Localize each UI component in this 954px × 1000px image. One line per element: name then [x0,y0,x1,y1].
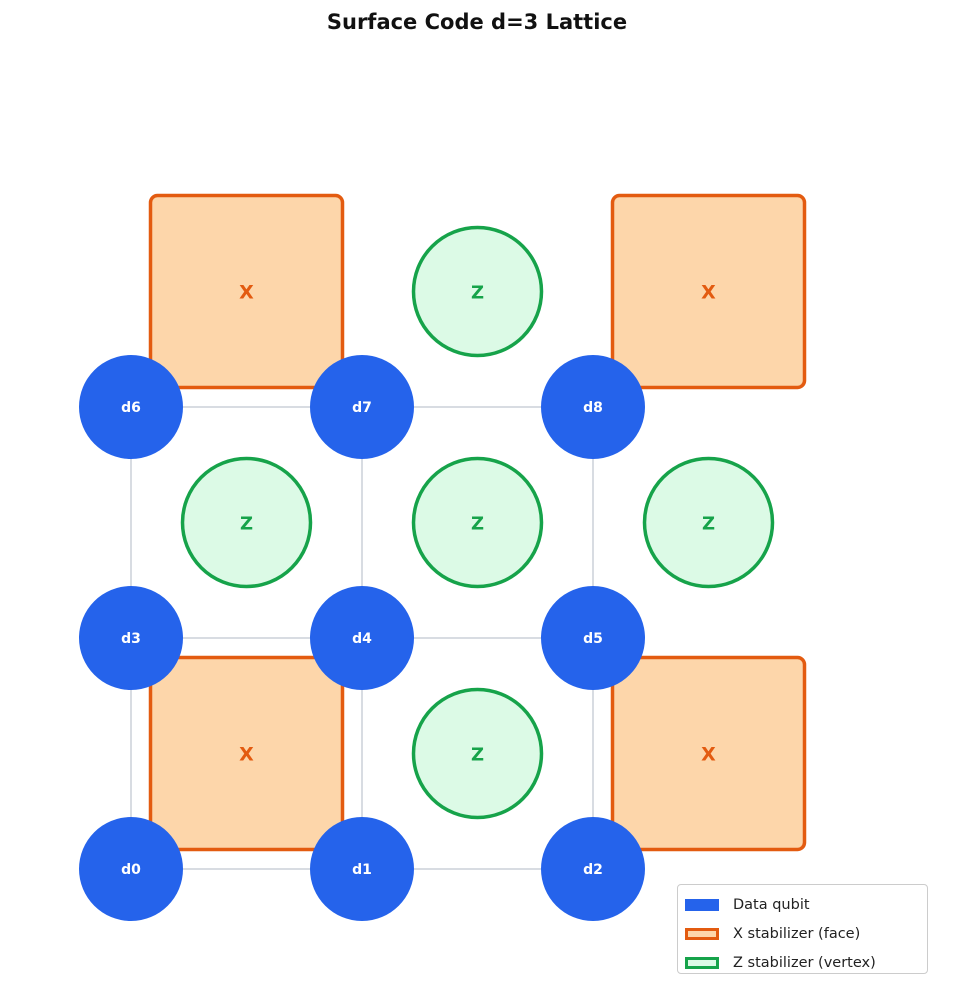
z-stabilizer-vertex [411,225,544,358]
legend: Data qubit X stabilizer (face) Z stabili… [677,884,928,974]
data-qubit [310,355,414,459]
x-stabilizer-swatch [685,927,719,940]
data-qubit [310,817,414,921]
data-qubit-label: d2 [583,862,603,878]
data-qubit-swatch [685,898,719,911]
x-stabilizer-label: X [239,282,254,304]
legend-item-x-stabilizer: X stabilizer (face) [685,919,920,948]
legend-item-z-stabilizer: Z stabilizer (vertex) [685,948,920,977]
diagram-title: Surface Code d=3 Lattice [326,10,628,34]
legend-item-data-qubit: Data qubit [685,890,920,919]
legend-label: Data qubit [733,896,810,913]
data-qubit [310,586,414,690]
data-qubit-label: d6 [121,400,141,416]
data-qubit [79,817,183,921]
x-stabilizer-label: X [701,282,716,304]
z-stabilizer-label: Z [471,514,484,535]
data-qubit-label: d5 [583,631,603,647]
z-stabilizer-swatch [685,956,719,969]
data-qubit-label: d1 [352,862,372,878]
z-stabilizer-vertex [180,456,313,589]
z-stabilizer-label: Z [471,745,484,766]
x-stabilizers: X X X X [148,193,807,852]
data-qubits: d0 d1 d2 d3 d4 d5 d6 d7 d8 [79,355,645,921]
z-stabilizer-label: Z [471,283,484,304]
data-qubit [79,586,183,690]
legend-label: Z stabilizer (vertex) [733,954,876,971]
z-stabilizers: Z Z Z Z Z [180,225,775,820]
data-qubit [541,586,645,690]
data-qubit-label: d0 [121,862,141,878]
z-stabilizer-label: Z [240,514,253,535]
legend-label: X stabilizer (face) [733,925,861,942]
x-stabilizer-face [148,193,345,390]
data-qubit-label: d7 [352,400,372,416]
data-qubit [541,817,645,921]
x-stabilizer-face [610,193,807,390]
data-qubit [79,355,183,459]
x-stabilizer-label: X [701,744,716,766]
data-qubit [541,355,645,459]
x-stabilizer-label: X [239,744,254,766]
data-qubit-label: d4 [352,631,372,647]
z-stabilizer-vertex [411,687,544,820]
data-qubit-label: d8 [583,400,603,416]
x-stabilizer-face [148,655,345,852]
x-stabilizer-face [610,655,807,852]
z-stabilizer-label: Z [702,514,715,535]
z-stabilizer-vertex [642,456,775,589]
z-stabilizer-vertex [411,456,544,589]
data-qubit-label: d3 [121,631,141,647]
